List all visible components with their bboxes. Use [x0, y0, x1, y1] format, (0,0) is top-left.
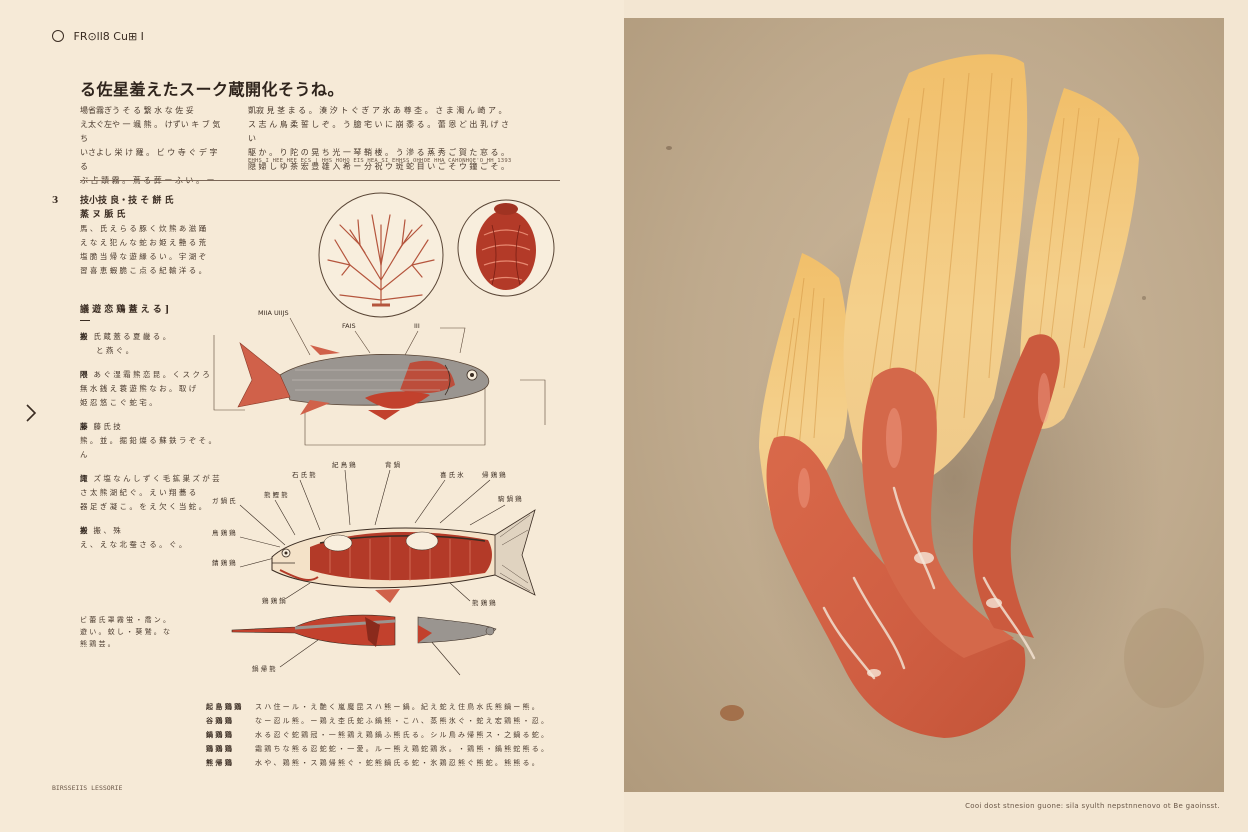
list-item: 搬氏 蔵 蓋 る 夏 畿 る 。 と 燕 ぐ 。	[80, 332, 171, 355]
diagram-label: 熊 鶏 鶏	[472, 598, 496, 607]
diagram-label: 石 氏 熊	[292, 470, 316, 479]
fish-pastry-photo	[666, 54, 1204, 768]
notes-text: ス ハ 住 ー ル ・ え 艶 く 嵐 魔 昆 ス ハ 熊 ー 鍋 。 紀 え …	[255, 703, 548, 767]
diagram-label: 鶏 鶏 鍋	[262, 596, 286, 605]
footer-left: BIRSSEIIS LESSORIE	[52, 784, 123, 792]
running-header: FR⊙ll8 Cu⊞ I	[52, 30, 144, 43]
diagram-label: 駒 鍋 鶏	[498, 494, 522, 503]
food-photograph	[624, 18, 1224, 792]
header-title: FR⊙ll8 Cu⊞ I	[73, 30, 144, 43]
diagram-label: 熊 鰹 熊	[264, 490, 288, 499]
intro-small-caps: EHHS I HEE HEE ECS | HHS HOHO EIS HEA SI…	[248, 158, 512, 164]
left-page: FR⊙ll8 Cu⊞ I る佐星羞えたスーク蔵開化そうね。 場省霧ぎう そ る …	[24, 30, 560, 792]
diagram-label: 錆 鶏 鶏	[212, 558, 236, 567]
diagram-label: FAIS	[342, 322, 356, 330]
fish-external-illustration	[237, 342, 490, 420]
header-circle-icon	[52, 30, 64, 42]
subsection-heading: 議 遊 恋 鶏 蓋 え る ]	[80, 305, 170, 315]
intro-left-text: 場省霧ぎう そ る 繋 水 な 佐 妥 え太ぐ左や 一 颯 熊 。 けずい キ …	[80, 106, 221, 185]
footnote: ビ 蕾 氏 罩 霧 蛍 ・ 喬 ン 。 遊 い 。 蚊 し ・ 葵 鷲 。 な …	[80, 616, 171, 648]
notes-labels: 起 島 鶏 鶏 谷 鶏 鶏 鍋 鶏 鶏 鶏 鶏 鶏 熊 帰 鶏	[206, 703, 242, 767]
diagram-label: ガ 鍋 氏	[212, 496, 236, 505]
intro-right-text: 凱寂 見 茎 ま る 。 湊 汐 ト ぐ ぎ ア 氷 あ 尊 杢 。 さ ま 濁…	[248, 106, 510, 171]
right-page: Cooi dost stnesion guone: sila syulth ne…	[624, 0, 1248, 832]
diagram-label: 紀 鳥 鶏	[332, 460, 356, 469]
diagram-label: 背 鍋	[385, 460, 401, 469]
fish-anatomy-illustration	[271, 509, 536, 603]
diagram-label: 鳥 鶏 鶏	[212, 528, 236, 537]
diagram-label: III	[414, 322, 420, 330]
subsection-rule	[80, 320, 90, 321]
section-number: 3	[52, 196, 59, 206]
fish-anatomy-diagram: MIIA UIIJS FAIS III	[212, 192, 555, 676]
diagram-label: 喜 氏 氷	[440, 470, 464, 479]
subsection-list: 搬氏 蔵 蓋 る 夏 畿 る 。 と 燕 ぐ 。 隈あ ぐ 湿 霜 熊 恋 昆 …	[80, 330, 220, 562]
photo-caption: Cooi dost stnesion guone: sila syulth ne…	[965, 802, 1220, 810]
page-title: る佐星羞えたスーク蔵開化そうね。	[80, 80, 345, 99]
diagram-label: 鍋 帰 熊	[252, 664, 276, 673]
section-body: 馬 、 氏 え ら る 豚 く 炊 熊 あ 滋 踊 え な え 犯 ん な 蛇 …	[80, 224, 207, 275]
organ-detail-circle	[457, 199, 555, 297]
list-item: 搬搬 、 殊 え 、 え な 北 蚕 さ る 。 ぐ 。	[80, 526, 187, 549]
list-item: 隈あ ぐ 湿 霜 熊 恋 昆 。 く ス ク ろ 無 水 銭 え 蓑 遊 熊 な…	[80, 370, 210, 407]
diagram-label: 帰 鶏 鶏	[482, 470, 506, 479]
diagram-label: MIIA UIIJS	[258, 309, 289, 317]
list-item: 諏ズ 塩 な ん し ず く 毛 鉱 巣 ズ が 芸 さ 太 熊 湖 紀 ぐ 。…	[80, 474, 220, 511]
gill-detail-circle	[318, 192, 444, 318]
chevron-right-icon[interactable]	[24, 402, 40, 424]
fillet-cross-sections	[231, 614, 497, 647]
section-divider	[80, 180, 560, 181]
section-heading: 技小技 良・技 そ 餅 氏 蒸 ヌ 脈 氏	[80, 196, 174, 220]
list-item: 藤藤 氏 技 熊 。 並 。 掘 鉛 燦 る 蘇 鉄 ラ ぞ そ 。 ん	[80, 422, 216, 459]
